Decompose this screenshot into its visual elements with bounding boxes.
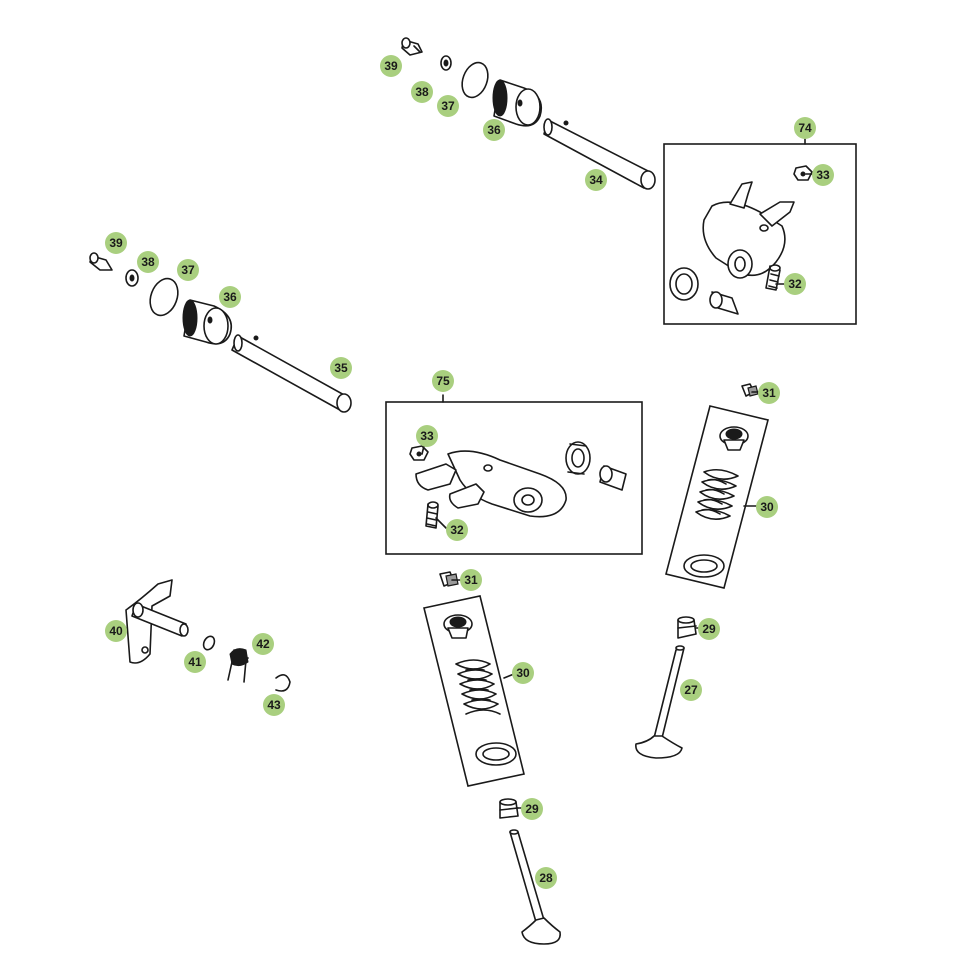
svg-text:39: 39 xyxy=(384,59,398,73)
valve-27 xyxy=(635,645,685,759)
svg-text:40: 40 xyxy=(109,624,123,638)
svg-text:37: 37 xyxy=(441,99,455,113)
lever-40 xyxy=(125,579,189,664)
washer-38-top xyxy=(440,55,452,71)
svg-text:31: 31 xyxy=(762,386,776,400)
bushing-75 xyxy=(565,441,591,475)
adjuster-screw-32-box75 xyxy=(425,501,439,529)
retainer-30-lower xyxy=(443,614,473,639)
callout-36-top: 36 xyxy=(483,119,505,141)
svg-text:30: 30 xyxy=(516,666,530,680)
o-ring-37-top xyxy=(461,61,489,99)
callout-30-right: 30 xyxy=(756,496,778,518)
svg-text:75: 75 xyxy=(436,374,450,388)
svg-text:43: 43 xyxy=(267,698,281,712)
ring-41 xyxy=(202,635,216,651)
spring-30-right xyxy=(695,468,739,520)
svg-text:28: 28 xyxy=(539,871,553,885)
callout-31-lower: 31 xyxy=(460,569,482,591)
svg-text:42: 42 xyxy=(256,637,270,651)
pin-74 xyxy=(709,291,739,315)
svg-text:32: 32 xyxy=(788,277,802,291)
svg-text:35: 35 xyxy=(334,361,348,375)
valve-28 xyxy=(509,829,561,945)
seal-29-lower xyxy=(499,798,519,819)
svg-text:32: 32 xyxy=(450,523,464,537)
keeper-31-lower xyxy=(439,571,459,587)
callout-40: 40 xyxy=(105,620,127,642)
callout-43: 43 xyxy=(263,694,285,716)
nut-33-box75 xyxy=(409,445,429,461)
callout-29-right: 29 xyxy=(698,618,720,640)
callout-39-top: 39 xyxy=(380,55,402,77)
callout-33-box75: 33 xyxy=(416,425,438,447)
callout-41: 41 xyxy=(184,651,206,673)
svg-text:41: 41 xyxy=(188,655,202,669)
svg-text:33: 33 xyxy=(816,168,830,182)
svg-text:27: 27 xyxy=(684,683,698,697)
svg-text:38: 38 xyxy=(141,255,155,269)
callout-32-box74: 32 xyxy=(784,273,806,295)
clip-43 xyxy=(275,674,291,692)
bolt-39-left xyxy=(89,252,113,271)
svg-text:36: 36 xyxy=(487,123,501,137)
svg-text:30: 30 xyxy=(760,500,774,514)
callout-33-box74: 33 xyxy=(812,164,834,186)
svg-text:38: 38 xyxy=(415,85,429,99)
callout-30-lower: 30 xyxy=(512,662,534,684)
bushing-36-left xyxy=(182,299,233,345)
svg-text:29: 29 xyxy=(525,802,539,816)
shaft-35 xyxy=(231,334,352,413)
nut-33-box74 xyxy=(793,165,813,181)
spring-42 xyxy=(227,648,249,683)
rocker-arm-74 xyxy=(702,181,795,279)
svg-text:36: 36 xyxy=(223,290,237,304)
callout-38-top: 38 xyxy=(411,81,433,103)
spring-seat-30-lower xyxy=(475,742,517,766)
callout-27: 27 xyxy=(680,679,702,701)
seal-29-right xyxy=(677,616,697,639)
svg-text:37: 37 xyxy=(181,263,195,277)
washer-38-left xyxy=(125,269,139,287)
callout-37-left: 37 xyxy=(177,259,199,281)
keeper-31-right xyxy=(741,383,759,397)
assembly-box-75 xyxy=(385,394,643,555)
callout-leaders xyxy=(421,173,813,809)
callout-36-left: 36 xyxy=(219,286,241,308)
spring-30-lower xyxy=(455,659,501,715)
callout-75: 75 xyxy=(432,370,454,392)
spring-box-30-lower xyxy=(423,595,525,787)
callout-31-right: 31 xyxy=(758,382,780,404)
svg-text:33: 33 xyxy=(420,429,434,443)
callout-38-left: 38 xyxy=(137,251,159,273)
svg-text:31: 31 xyxy=(464,573,478,587)
spring-seat-30-right xyxy=(683,554,725,578)
bolt-39-top xyxy=(401,37,423,56)
callout-37-top: 37 xyxy=(437,95,459,117)
pin-75 xyxy=(599,465,627,491)
callout-28: 28 xyxy=(535,867,557,889)
callout-74: 74 xyxy=(794,117,816,139)
callout-39-left: 39 xyxy=(105,232,127,254)
rocker-arm-75 xyxy=(415,450,567,518)
svg-text:39: 39 xyxy=(109,236,123,250)
svg-text:74: 74 xyxy=(798,121,812,135)
svg-text:29: 29 xyxy=(702,622,716,636)
svg-text:34: 34 xyxy=(589,173,603,187)
shaft-34 xyxy=(543,118,656,190)
bushing-74 xyxy=(669,267,699,301)
callout-35: 35 xyxy=(330,357,352,379)
callout-32-box75: 32 xyxy=(446,519,468,541)
callout-42: 42 xyxy=(252,633,274,655)
bushing-36-top xyxy=(492,79,543,127)
spring-box-30-right xyxy=(665,405,769,589)
o-ring-37-left xyxy=(149,277,179,317)
retainer-30-right xyxy=(719,426,749,451)
callout-34: 34 xyxy=(585,169,607,191)
callout-29-lower: 29 xyxy=(521,798,543,820)
